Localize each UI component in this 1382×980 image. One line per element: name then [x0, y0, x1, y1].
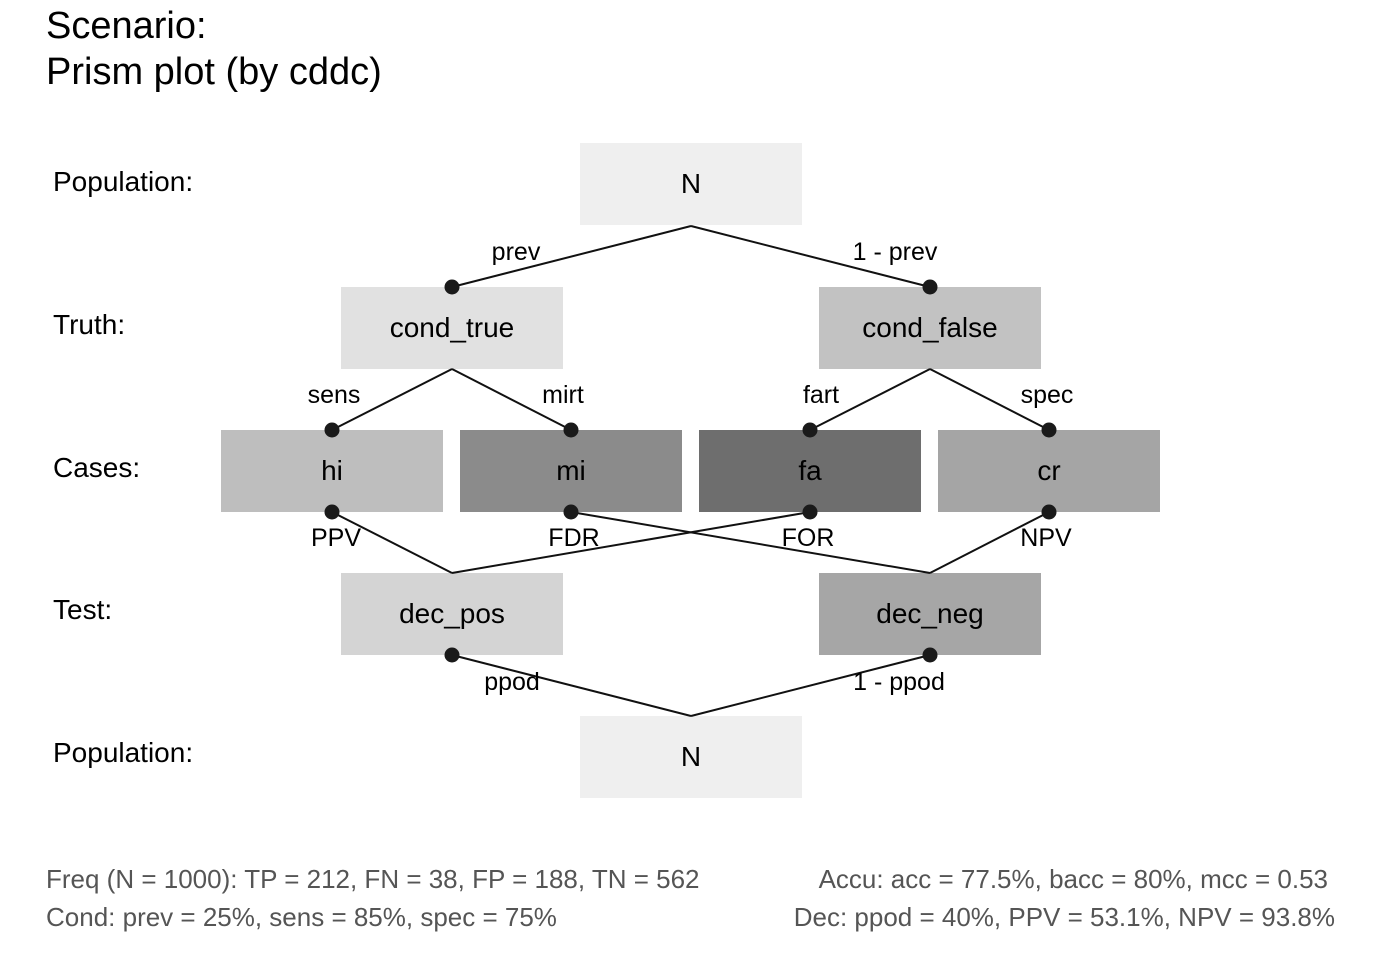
- node-dot: [802, 422, 818, 438]
- node-dot: [444, 647, 460, 663]
- edge-label-ppv: PPV: [310, 524, 362, 552]
- node-dot: [444, 279, 460, 295]
- edge-one-minus-ppod: [690, 654, 931, 717]
- node-dot: [1041, 504, 1057, 520]
- edge-fdr: [570, 511, 931, 574]
- box-dec-neg: dec_neg: [819, 573, 1041, 655]
- box-hi: hi: [221, 430, 443, 512]
- edge-label-mirt: mirt: [542, 381, 584, 409]
- edge-label-one-minus-prev: 1 - prev: [852, 238, 938, 266]
- edge-prev: [451, 225, 692, 288]
- edge-spec: [929, 368, 1050, 431]
- edge-label-fart: fart: [802, 381, 840, 409]
- edge-sens: [331, 368, 453, 431]
- edge-label-fdr: FDR: [548, 524, 600, 552]
- footer-cond: Cond: prev = 25%, sens = 85%, spec = 75%: [46, 902, 557, 932]
- node-dot: [922, 279, 938, 295]
- edge-label-spec: spec: [1020, 381, 1074, 409]
- node-dot: [802, 504, 818, 520]
- footer-dec: Dec: ppod = 40%, PPV = 53.1%, NPV = 93.8…: [793, 902, 1335, 932]
- edge-label-one-minus-ppod: 1 - ppod: [853, 668, 945, 696]
- row-label-population-top: Population:: [53, 166, 194, 197]
- box-n-top: N: [580, 143, 802, 225]
- edge-label-npv: NPV: [1020, 524, 1072, 552]
- edge-npv: [929, 511, 1050, 574]
- edge-ppv: [331, 511, 453, 574]
- edge-label-prev: prev: [491, 238, 541, 266]
- box-n-bottom: N: [580, 716, 802, 798]
- edge-ppod: [451, 654, 692, 717]
- edge-fart: [809, 368, 931, 431]
- footer-accu: Accu: acc = 77.5%, bacc = 80%, mcc = 0.5…: [818, 864, 1328, 894]
- edge-mirt: [451, 368, 572, 431]
- box-fa: fa: [699, 430, 921, 512]
- node-dot: [324, 422, 340, 438]
- edge-label-for: FOR: [781, 524, 835, 552]
- box-mi: mi: [460, 430, 682, 512]
- node-dot: [922, 647, 938, 663]
- box-cond-true: cond_true: [341, 287, 563, 369]
- title-line-2: Prism plot (by cddc): [46, 51, 382, 93]
- row-label-truth: Truth:: [53, 309, 126, 340]
- row-label-test: Test:: [53, 594, 113, 625]
- edge-label-ppod: ppod: [484, 668, 540, 696]
- node-dot: [563, 504, 579, 520]
- edge-label-sens: sens: [307, 381, 361, 409]
- row-label-cases: Cases:: [53, 452, 141, 483]
- box-dec-pos: dec_pos: [341, 573, 563, 655]
- box-cr: cr: [938, 430, 1160, 512]
- node-dot: [324, 504, 340, 520]
- node-dot: [1041, 422, 1057, 438]
- edge-for: [451, 511, 811, 574]
- title-line-1: Scenario:: [46, 5, 207, 47]
- footer-freq: Freq (N = 1000): TP = 212, FN = 38, FP =…: [46, 864, 700, 894]
- row-label-population-bottom: Population:: [53, 737, 194, 768]
- edge-one-minus-prev: [690, 225, 931, 288]
- node-dot: [563, 422, 579, 438]
- box-cond-false: cond_false: [819, 287, 1041, 369]
